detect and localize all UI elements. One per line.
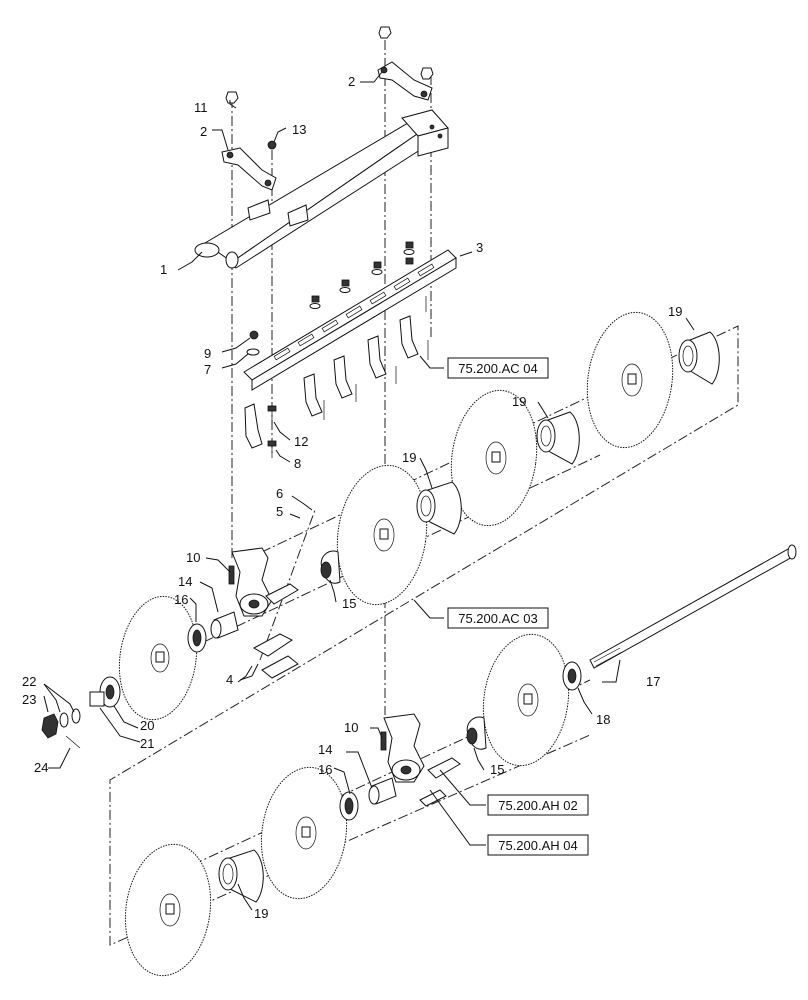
callout-19-d: 19 <box>254 906 268 921</box>
reference-box-ah04[interactable]: 75.200.AH 04 <box>487 834 589 856</box>
bushing-upper <box>210 611 239 639</box>
callout-18: 18 <box>596 712 610 727</box>
callout-21: 21 <box>140 736 154 751</box>
callout-2-right: 2 <box>348 74 355 89</box>
spacer-spool-3 <box>416 481 462 535</box>
callout-4: 4 <box>226 672 233 687</box>
disc-blade-upper-4 <box>118 595 198 721</box>
callout-17: 17 <box>646 674 660 689</box>
reference-ac03-label: 75.200.AC 03 <box>458 611 538 626</box>
callout-10-upper: 10 <box>186 550 200 565</box>
callout-7: 7 <box>204 362 211 377</box>
callout-15-upper: 15 <box>342 596 356 611</box>
callout-19-c: 19 <box>402 450 416 465</box>
bearing-hanger-upper <box>228 547 273 617</box>
reference-box-ac04[interactable]: 75.200.AC 04 <box>447 357 549 379</box>
end-washer <box>562 661 582 691</box>
callout-14-lower: 14 <box>318 742 332 757</box>
spacer-spool-4 <box>218 849 264 903</box>
disc-blade-lower-3 <box>124 843 212 977</box>
mounting-bracket-left <box>221 147 277 191</box>
disc-blade-lower-1 <box>482 633 570 767</box>
bearing-cone-lower <box>466 716 487 750</box>
callout-labels: 1 2 2 3 4 5 6 7 8 9 10 10 11 12 13 14 14… <box>22 74 682 921</box>
main-frame-beam <box>194 109 449 269</box>
callout-22: 22 <box>22 674 36 689</box>
spacer-spool-1 <box>678 331 720 385</box>
callout-23: 23 <box>22 692 36 707</box>
reference-ah02-label: 75.200.AH 02 <box>498 798 578 813</box>
bearing-hanger-lower <box>380 713 425 783</box>
callout-1: 1 <box>160 262 167 277</box>
scraper-bolts <box>309 241 415 309</box>
callout-11: 11 <box>194 100 208 115</box>
callout-20: 20 <box>140 718 154 733</box>
callout-14-upper: 14 <box>178 574 192 589</box>
disc-blade-upper-1 <box>586 311 674 449</box>
callout-15-lower: 15 <box>490 762 504 777</box>
gang-bolt-shaft <box>589 544 797 669</box>
callout-19-b: 19 <box>512 394 526 409</box>
reference-ah04-label: 75.200.AH 04 <box>498 838 578 853</box>
callout-19-a: 19 <box>668 304 682 319</box>
disc-blade-lower-2 <box>260 766 348 900</box>
bearing-lower <box>339 791 359 821</box>
callout-6: 6 <box>276 486 283 501</box>
callout-2-left: 2 <box>200 124 207 139</box>
reference-box-ac03[interactable]: 75.200.AC 03 <box>447 607 549 629</box>
fastener-hardware <box>225 26 434 458</box>
scraper-blades-small-lower <box>419 757 461 807</box>
reference-box-ah02[interactable]: 75.200.AH 02 <box>487 794 589 816</box>
scraper-blades-small <box>252 583 299 679</box>
callout-13: 13 <box>292 122 306 137</box>
reference-ac04-label: 75.200.AC 04 <box>458 361 538 376</box>
callout-9: 9 <box>204 346 211 361</box>
disc-blade-upper-3 <box>336 464 428 606</box>
callout-8: 8 <box>294 456 301 471</box>
callout-24: 24 <box>34 760 48 775</box>
bearing-cone-upper <box>320 550 341 584</box>
scraper-mounting-bar <box>243 249 457 391</box>
callout-10-lower: 10 <box>344 720 358 735</box>
callout-3: 3 <box>476 240 483 255</box>
bearing-upper <box>187 623 207 653</box>
callout-16-upper: 16 <box>174 592 188 607</box>
end-hardware-stack <box>41 676 121 749</box>
spacer-spool-2 <box>536 411 580 465</box>
leader-lines <box>43 71 695 911</box>
mounting-bracket-right <box>377 61 433 101</box>
disc-blade-upper-2 <box>450 389 538 527</box>
callout-16-lower: 16 <box>318 762 332 777</box>
disc-scrapers <box>244 296 429 449</box>
bushing-lower <box>368 777 397 805</box>
callout-12: 12 <box>294 434 308 449</box>
callout-5: 5 <box>276 504 283 519</box>
